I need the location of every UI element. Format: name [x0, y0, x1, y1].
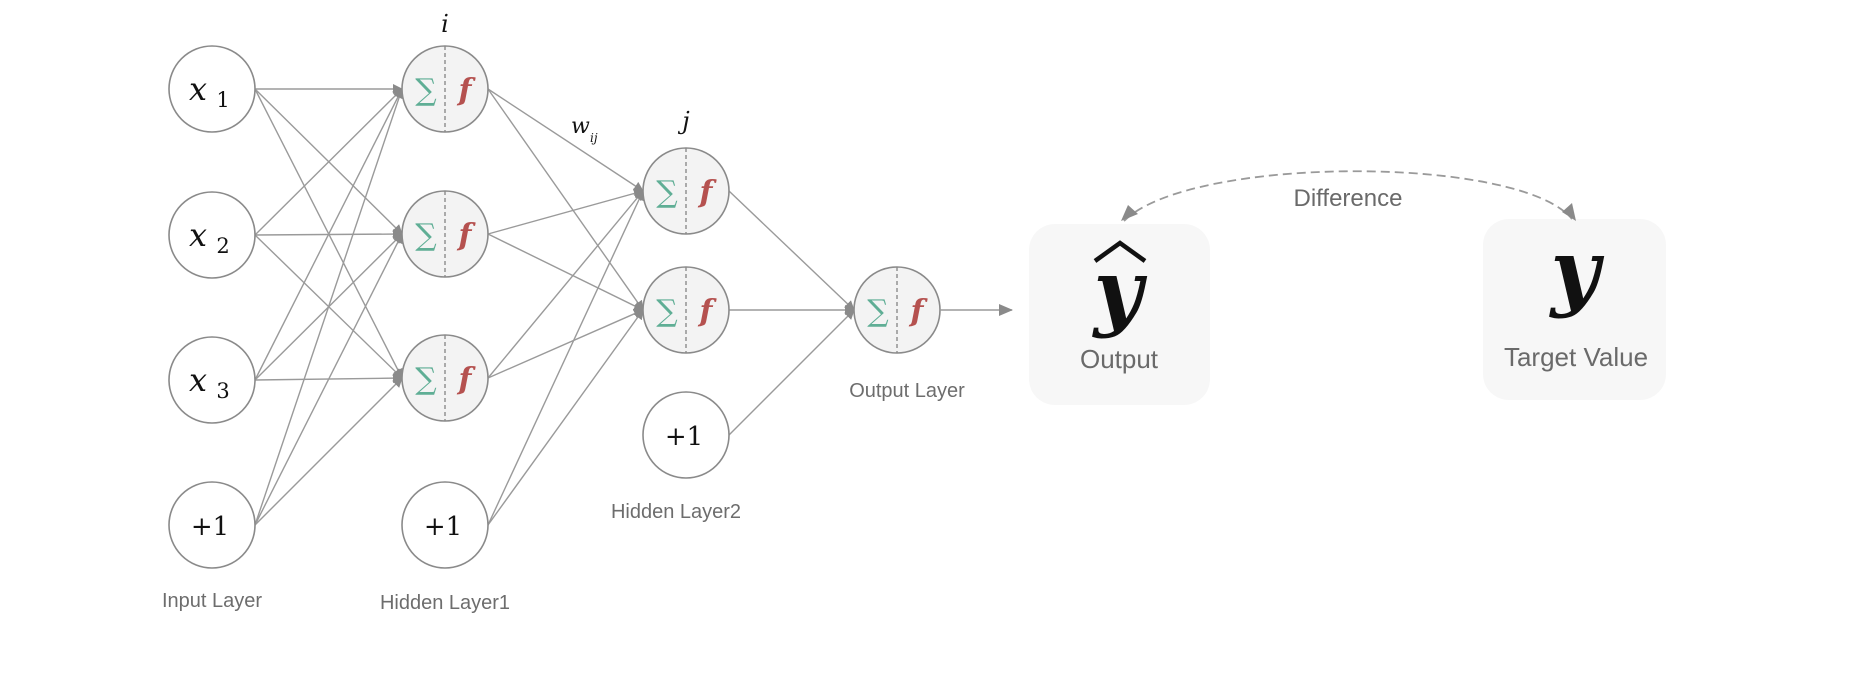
input-node-symbol: x [189, 361, 207, 399]
bias-label: +1 [424, 512, 462, 542]
weight-label: w ij [571, 114, 598, 145]
difference-arc [1123, 170, 1573, 222]
hidden1-neuron-1: ∑ f [401, 45, 489, 133]
sum-symbol: ∑ [415, 218, 437, 253]
target-symbol: y [1549, 221, 1605, 320]
input-to-hidden1-edge [254, 88, 403, 236]
input-bias-node: +1 [168, 481, 256, 569]
sum-symbol: ∑ [656, 175, 678, 210]
sum-symbol: ∑ [867, 294, 889, 329]
sum-symbol: ∑ [415, 362, 437, 397]
input-node-x2: x 2 [168, 191, 256, 279]
input-node-subscript: 2 [216, 234, 229, 258]
hidden1-to-hidden2-edge [487, 233, 644, 311]
sum-symbol: ∑ [415, 73, 437, 108]
bias-label: +1 [665, 422, 703, 452]
hidden1-neuron-3: ∑ f [401, 334, 489, 422]
output-layer-label: Output Layer [849, 380, 965, 402]
hidden1-bias-node: +1 [401, 481, 489, 569]
hat-accent [1093, 240, 1147, 263]
input-to-hidden1-edge [254, 88, 403, 381]
hidden1-to-hidden2-edge [487, 88, 644, 192]
input-node-symbol: x [189, 70, 207, 108]
hidden-layer-1-label: Hidden Layer1 [380, 592, 510, 614]
hidden1-to-hidden2-edge [487, 88, 644, 311]
hidden2-bias-node: +1 [642, 391, 730, 479]
hidden-layer-1-index-label: i [441, 10, 449, 38]
hidden2-to-output-edge [728, 309, 855, 436]
hidden-layer-2-index-label: j [677, 107, 690, 135]
input-node-symbol: x [189, 216, 207, 254]
output-symbol: y [1092, 241, 1148, 340]
weight-subscript: ij [590, 131, 598, 145]
input-to-hidden1-edge [254, 233, 403, 526]
hidden-layer-2-label: Hidden Layer2 [611, 501, 741, 523]
input-layer-label: Input Layer [162, 590, 262, 612]
output-card-label: Output [1080, 344, 1159, 374]
output-card: y Output [1029, 224, 1210, 405]
input-node-x3: x 3 [168, 336, 256, 424]
hidden1-to-hidden2-edge [487, 309, 644, 526]
difference-label: Difference [1294, 185, 1403, 212]
bias-label: +1 [191, 512, 229, 542]
difference-arrowhead-left [1121, 205, 1138, 221]
output-neuron: ∑ f [853, 266, 941, 354]
input-to-hidden1-edge [254, 377, 403, 526]
target-card: y Target Value [1483, 219, 1666, 400]
input-to-hidden1-edge [254, 88, 404, 526]
difference-arrowhead-right [1562, 203, 1576, 221]
input-node-x1: x 1 [168, 45, 256, 133]
input-node-subscript: 1 [216, 88, 229, 112]
input-node-subscript: 3 [216, 379, 229, 403]
target-card-label: Target Value [1504, 342, 1648, 372]
hidden2-neuron-1: ∑ f [642, 147, 730, 235]
hidden-layer-2: j ∑ f ∑ f +1 Hidden Layer2 [611, 107, 741, 523]
hidden1-to-hidden2-edge [487, 188, 644, 235]
hidden1-to-hidden2-edge [487, 190, 644, 379]
hidden2-to-output-edge [728, 190, 855, 311]
sum-symbol: ∑ [656, 294, 678, 329]
hidden1-neuron-2: ∑ f [401, 190, 489, 278]
input-layer: x 1 x 2 x 3 +1 Input Layer [162, 45, 262, 612]
difference-connector: Difference [1121, 170, 1576, 222]
output-layer: ∑ f Output Layer [849, 266, 965, 402]
hidden1-to-hidden2-edge [487, 309, 644, 379]
hidden2-neuron-2: ∑ f [642, 266, 730, 354]
connection-edges [254, 84, 855, 526]
weight-symbol: w [571, 114, 590, 139]
hidden-layer-1: i ∑ f ∑ f ∑ f +1 Hidden Layer1 [380, 10, 510, 614]
hidden1-to-hidden2-edge [487, 190, 644, 526]
